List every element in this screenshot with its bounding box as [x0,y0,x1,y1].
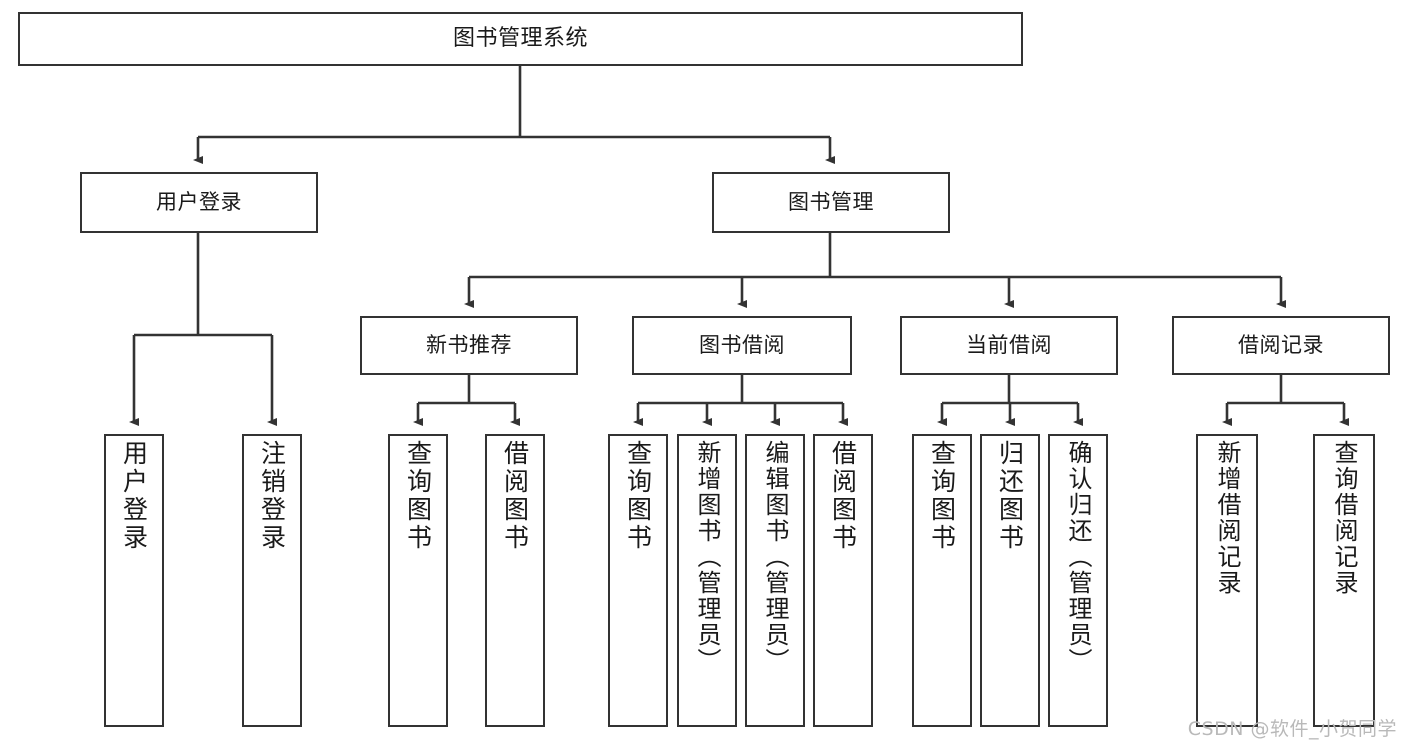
node-leaf-logout[interactable]: 注销登录 [242,434,302,727]
node-leaf-query-book-2[interactable]: 查询图书 [608,434,668,727]
node-leaf-borrow-book-2-label: 借阅图书 [828,440,858,552]
node-user-login-label: 用户登录 [156,190,242,215]
node-leaf-query-book-3[interactable]: 查询图书 [912,434,972,727]
node-user-login[interactable]: 用户登录 [80,172,318,233]
node-leaf-borrow-book-2[interactable]: 借阅图书 [813,434,873,727]
node-book-borrow-label: 图书借阅 [699,333,785,358]
node-borrow-record-label: 借阅记录 [1238,333,1324,358]
watermark-text: CSDN @软件_小贺同学 [1187,718,1397,740]
node-root-label: 图书管理系统 [452,26,588,52]
node-book-borrow[interactable]: 图书借阅 [632,316,852,375]
node-leaf-query-book-2-label: 查询图书 [623,440,653,552]
node-leaf-user-login-label: 用户登录 [119,440,149,552]
node-leaf-edit-book-label: 编辑图书（管理员） [761,440,789,674]
node-new-book-recommend-label: 新书推荐 [426,333,512,358]
node-root[interactable]: 图书管理系统 [18,12,1023,66]
node-leaf-borrow-book-1[interactable]: 借阅图书 [485,434,545,727]
node-leaf-query-book-1-label: 查询图书 [403,440,433,552]
node-leaf-logout-label: 注销登录 [257,440,287,552]
node-leaf-query-book-3-label: 查询图书 [927,440,957,552]
node-leaf-return-book[interactable]: 归还图书 [980,434,1040,727]
node-book-manage[interactable]: 图书管理 [712,172,950,233]
node-leaf-return-book-label: 归还图书 [995,440,1025,552]
node-leaf-user-login[interactable]: 用户登录 [104,434,164,727]
node-leaf-add-book-label: 新增图书（管理员） [693,440,721,674]
node-leaf-add-record-label: 新增借阅记录 [1213,440,1241,596]
node-leaf-add-record[interactable]: 新增借阅记录 [1196,434,1258,727]
node-leaf-query-book-1[interactable]: 查询图书 [388,434,448,727]
node-leaf-confirm-return-label: 确认归还（管理员） [1064,440,1092,674]
node-book-manage-label: 图书管理 [788,190,874,215]
node-leaf-add-book[interactable]: 新增图书（管理员） [677,434,737,727]
node-borrow-record[interactable]: 借阅记录 [1172,316,1390,375]
node-current-borrow-label: 当前借阅 [966,333,1052,358]
node-leaf-query-record-label: 查询借阅记录 [1330,440,1358,596]
node-current-borrow[interactable]: 当前借阅 [900,316,1118,375]
node-leaf-confirm-return[interactable]: 确认归还（管理员） [1048,434,1108,727]
node-leaf-edit-book[interactable]: 编辑图书（管理员） [745,434,805,727]
node-leaf-query-record[interactable]: 查询借阅记录 [1313,434,1375,727]
node-leaf-borrow-book-1-label: 借阅图书 [500,440,530,552]
node-new-book-recommend[interactable]: 新书推荐 [360,316,578,375]
